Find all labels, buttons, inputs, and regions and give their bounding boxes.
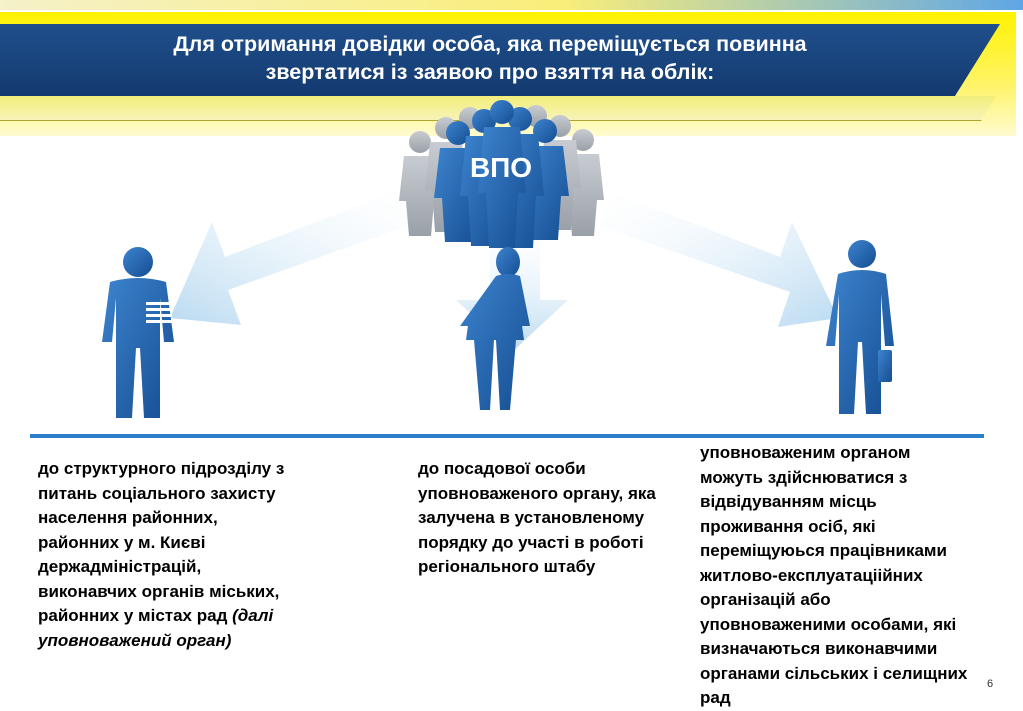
man-with-briefcase-icon xyxy=(826,240,894,414)
right-column-line: рад xyxy=(700,688,731,707)
right-column-line: можуть здійснюватися з xyxy=(700,467,908,487)
right-column-line: переміщуюься працівниками xyxy=(700,541,947,560)
middle-column-text: до посадової особи уповноваженого органу… xyxy=(418,457,658,580)
top-decorative-strip xyxy=(0,0,1023,10)
people-crowd-icon xyxy=(399,100,604,248)
right-column-text: уповноваженим органом можуть здійснювати… xyxy=(700,441,1023,711)
right-column-line: уповноваженим органом xyxy=(700,443,911,462)
left-column-body: до структурного підрозділу з питань соці… xyxy=(38,459,285,625)
woman-silhouette-icon xyxy=(460,247,530,410)
title-banner xyxy=(0,24,1000,96)
arrow-right xyxy=(600,192,838,327)
right-column-line: проживання осіб, які xyxy=(700,516,876,536)
slide-title-line-2: звертатися із заявою про взяття на облік… xyxy=(265,60,715,84)
person-with-documents-icon xyxy=(102,247,174,418)
vpo-label: ВПО xyxy=(470,152,532,183)
slide-title-line-1: Для отримання довідки особа, яка переміщ… xyxy=(173,32,807,56)
page-number: 6 xyxy=(987,678,994,690)
section-divider xyxy=(30,434,984,438)
left-column-italic-note: (далі уповноважений орган) xyxy=(38,606,274,650)
right-column-line: житлово-експлуатаціійних xyxy=(700,565,923,585)
right-column-line: органами сільських і селищних xyxy=(700,663,968,683)
arrow-left xyxy=(170,188,418,325)
right-column-line: організацій або xyxy=(700,590,831,609)
right-column-line: уповноваженими особами, які xyxy=(700,614,957,634)
right-column-line: відвідуванням місць xyxy=(700,492,877,511)
left-column-text: до структурного підрозділу з питань соці… xyxy=(38,457,298,653)
middle-column-body: до посадової особи уповноваженого органу… xyxy=(418,459,656,576)
right-column-line: визначаються виконавчими xyxy=(700,639,938,658)
slide-title: Для отримання довідки особа, яка переміщ… xyxy=(40,30,940,86)
